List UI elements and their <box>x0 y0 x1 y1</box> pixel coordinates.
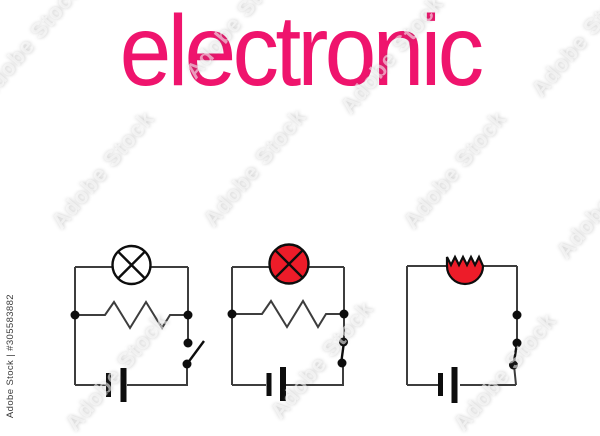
resistor-icon <box>227 299 349 329</box>
closed-switch-icon <box>509 310 522 370</box>
circuit-diagram-3 <box>406 254 522 403</box>
circuit-diagram-1 <box>70 244 205 402</box>
circuit-diagrams <box>70 243 522 403</box>
lamp-on-icon <box>268 243 310 285</box>
stock-id-watermark: Adobe Stock | #305583882 <box>5 293 16 418</box>
lamp-off-icon <box>111 244 152 286</box>
title-text: electronic <box>119 0 485 107</box>
open-switch-icon <box>182 338 205 369</box>
battery-icon <box>438 367 458 403</box>
closed-switch-icon <box>337 337 348 368</box>
wires <box>231 266 345 386</box>
resistor-icon <box>70 300 193 330</box>
red-dome-element-icon <box>445 254 485 286</box>
battery-icon <box>106 368 127 402</box>
battery-icon <box>266 367 286 401</box>
circuit-diagram-2 <box>227 243 349 401</box>
